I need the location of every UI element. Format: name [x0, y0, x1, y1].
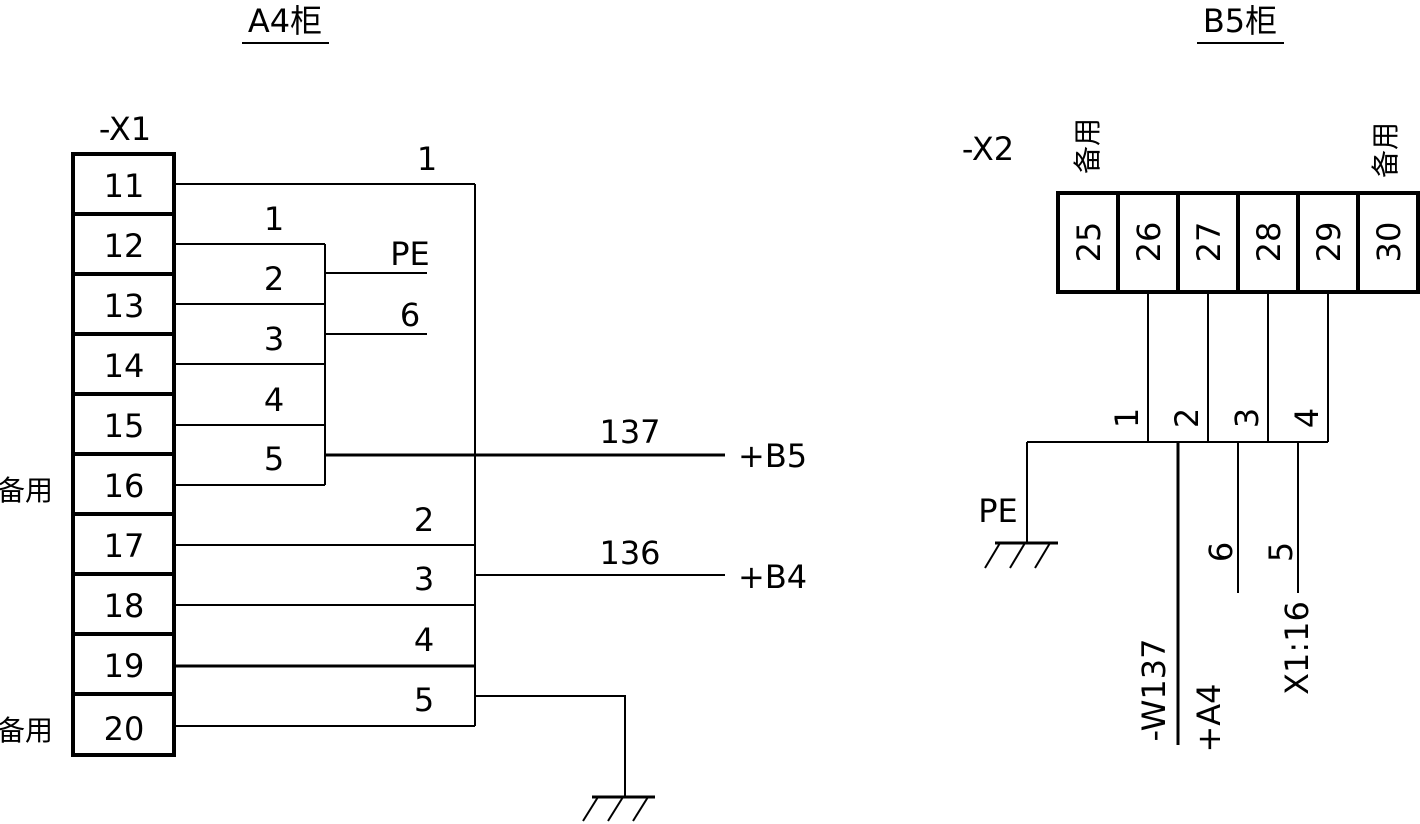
b5-wire-5-label: 5: [1262, 542, 1300, 562]
x1-terminal-16: 16: [104, 467, 145, 505]
dest-b5-label: +B5: [738, 437, 807, 475]
ground-hatch: [632, 796, 649, 822]
pe-label: PE: [390, 235, 430, 273]
ground-hatch: [1034, 542, 1051, 569]
b5-pe-label: PE: [978, 492, 1018, 530]
core-label-3: 3: [1228, 408, 1266, 428]
core-label-1: 1: [1108, 408, 1146, 428]
x2-terminal-29: 29: [1310, 222, 1348, 263]
ref-a4-label: +A4: [1190, 683, 1228, 752]
wire-6-label: 6: [400, 296, 420, 334]
core-label-2: 2: [1168, 408, 1206, 428]
x1-terminal-19: 19: [104, 647, 145, 685]
x1-terminal-block: 11 12 13 14 15 16 17 18 19 20: [71, 152, 176, 757]
x1-terminal-17: 17: [104, 527, 145, 565]
x2-terminal-26: 26: [1130, 222, 1168, 263]
ref-x1-16-label: X1:16: [1278, 601, 1316, 695]
core-label-4: 4: [1288, 408, 1326, 428]
wire-label-top-1: 1: [417, 140, 437, 178]
x1-label: -X1: [99, 110, 151, 148]
inner-label-1: 1: [264, 200, 284, 238]
x2-terminal-30: 30: [1370, 222, 1408, 263]
bus-label-3: 3: [414, 560, 434, 598]
inner-label-4: 4: [264, 381, 284, 419]
x1-terminal-15: 15: [104, 407, 145, 445]
ground-hatch: [607, 796, 624, 822]
ground-lead: [475, 695, 626, 796]
x2-label: -X2: [962, 130, 1014, 168]
x2-terminal-28: 28: [1250, 222, 1288, 263]
cable-137-label: 137: [599, 413, 660, 451]
x1-terminal-14: 14: [104, 347, 145, 385]
x2-terminal-block: 25 26 27 28 29 30: [1056, 191, 1420, 294]
bus-label-5: 5: [414, 681, 434, 719]
x2-terminal-27: 27: [1190, 222, 1228, 263]
ground-hatch: [984, 542, 1001, 569]
x1-terminal-11: 11: [104, 167, 145, 205]
b5-ground-symbol: [984, 541, 1058, 569]
dest-b4-label: +B4: [738, 558, 807, 596]
spare-label-16: 备用: [0, 474, 53, 507]
bus-label-4: 4: [414, 621, 434, 659]
x1-terminal-13: 13: [104, 287, 145, 325]
spare-label-30: 备用: [1369, 122, 1402, 178]
spare-label-25: 备用: [1071, 118, 1104, 174]
x2-terminal-25: 25: [1070, 222, 1108, 263]
x1-terminal-12: 12: [104, 227, 145, 265]
x1-terminal-20: 20: [104, 710, 145, 748]
ground-symbol: [582, 795, 655, 822]
spare-label-20: 备用: [0, 714, 53, 747]
x1-terminal-18: 18: [104, 587, 145, 625]
a4-title: A4柜: [248, 2, 322, 40]
inner-label-5: 5: [264, 440, 284, 478]
ref-w137-label: -W137: [1135, 639, 1173, 742]
ground-hatch: [582, 796, 599, 822]
inner-label-3: 3: [264, 320, 284, 358]
ground-hatch: [1009, 542, 1026, 569]
bus-label-2: 2: [414, 501, 434, 539]
inner-label-2: 2: [264, 260, 284, 298]
cable-136-label: 136: [599, 534, 660, 572]
b5-title: B5柜: [1203, 2, 1277, 40]
b5-wire-6-label: 6: [1202, 542, 1240, 562]
